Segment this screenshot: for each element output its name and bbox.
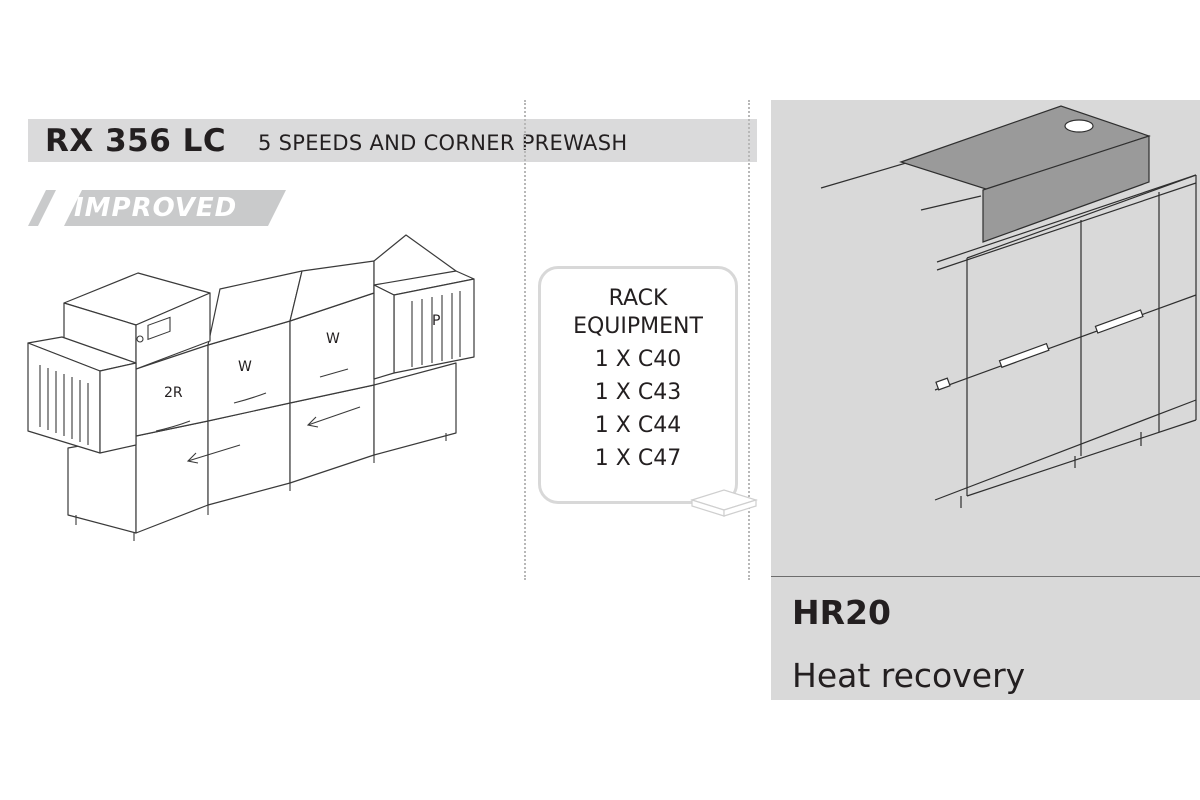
- rack-tray-icon: [689, 489, 759, 517]
- dishwasher-illustration: 2R W W P: [27, 234, 475, 541]
- heat-recovery-illustration: [820, 105, 1197, 508]
- rack-item: 1 X C43: [594, 380, 682, 405]
- model-description: 5 SPEEDS AND CORNER PREWASH: [258, 131, 628, 155]
- rack-title-line2: EQUIPMENT: [573, 314, 703, 339]
- model-name: RX 356 LC: [45, 123, 227, 159]
- improved-badge: [28, 190, 286, 226]
- rack-item: 1 X C47: [594, 446, 682, 471]
- column-divider-right: [748, 100, 750, 580]
- module-label-2r: 2R: [164, 385, 183, 401]
- improved-badge-label: IMPROVED: [74, 193, 238, 223]
- model-header-bar: [28, 119, 757, 162]
- option-name: Heat recovery: [792, 656, 1026, 695]
- rack-item: 1 X C44: [594, 413, 682, 438]
- column-divider-left: [524, 100, 526, 580]
- rack-equipment-box: [538, 266, 738, 504]
- rack-item: 1 X C40: [594, 347, 682, 372]
- rack-title-line1: RACK: [608, 286, 668, 311]
- module-label-p: P: [432, 313, 440, 329]
- module-label-w2: W: [326, 331, 340, 347]
- heat-recovery-divider: [771, 576, 1200, 577]
- module-label-w1: W: [238, 359, 252, 375]
- option-code: HR20: [792, 593, 891, 632]
